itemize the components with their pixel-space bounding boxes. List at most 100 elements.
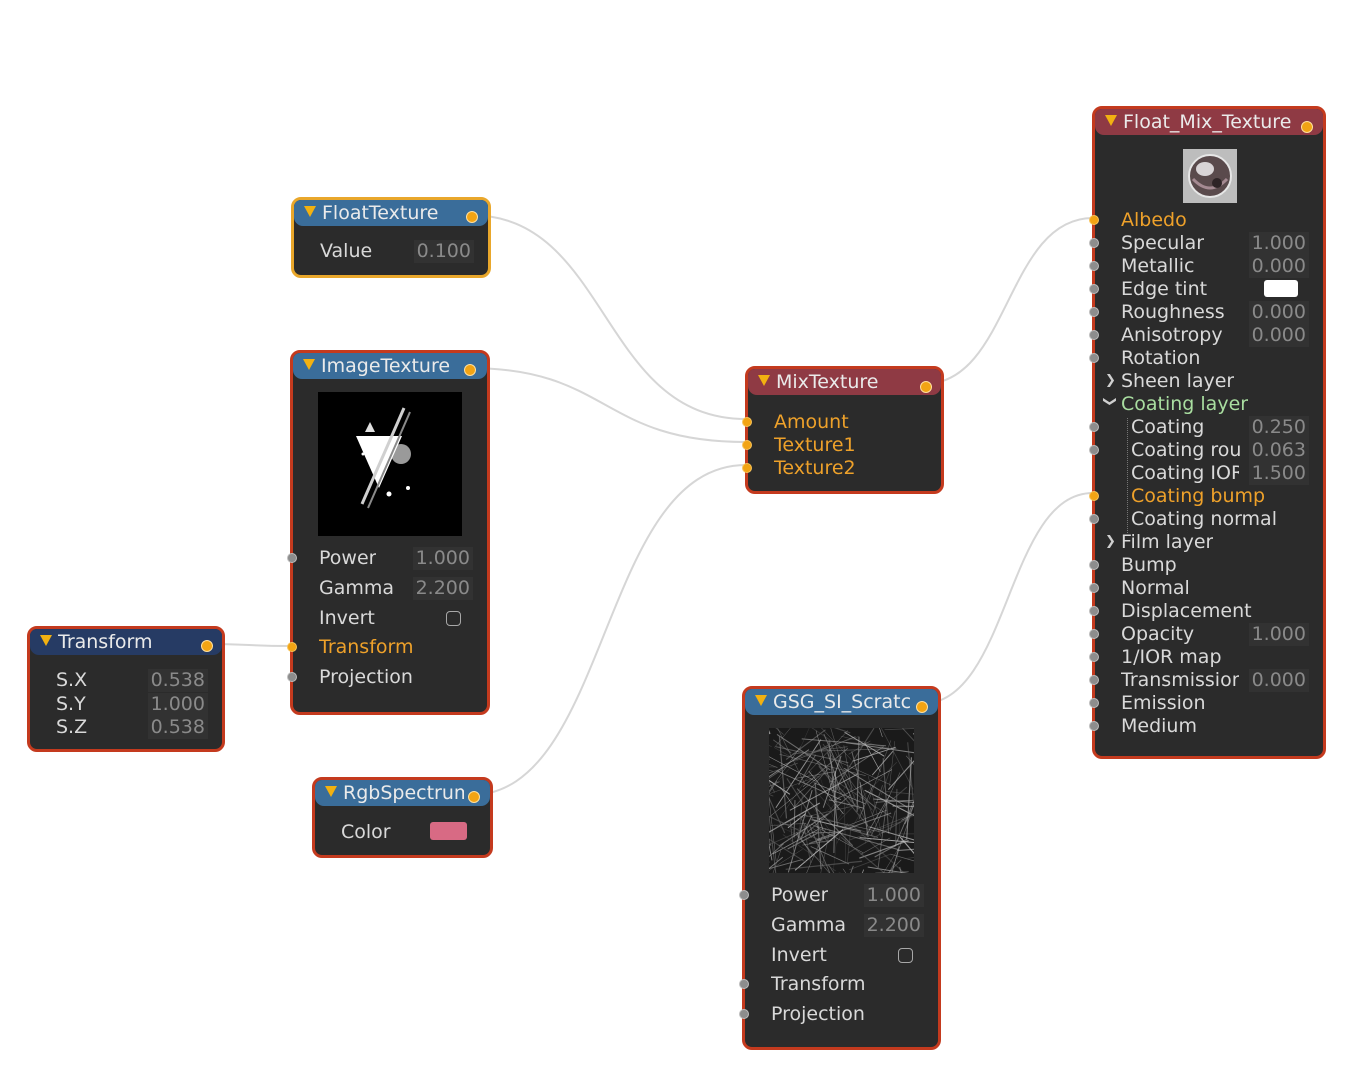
rgb-spectrum-node[interactable]: RgbSpectrum Color	[312, 777, 493, 858]
collapse-triangle-icon[interactable]	[303, 359, 315, 370]
gamma-field[interactable]: 2.200	[412, 577, 473, 600]
coating-normal-row[interactable]: Coating normal	[1131, 508, 1309, 531]
transmission-input-port[interactable]	[1089, 675, 1099, 685]
coating-roughness-input-port[interactable]	[1089, 445, 1099, 455]
sx-row[interactable]: S.X 0.538	[56, 669, 208, 692]
albedo-input-port[interactable]	[1089, 215, 1099, 225]
collapse-triangle-icon[interactable]	[325, 786, 337, 797]
float-mix-texture-header[interactable]: Float_Mix_Texture	[1095, 109, 1323, 135]
transform-node[interactable]: Transform S.X 0.538 S.Y 1.000 S.Z 0.538	[27, 626, 225, 752]
metallic-input-port[interactable]	[1089, 261, 1099, 271]
coating-layer-group[interactable]: Coating layer	[1121, 393, 1309, 416]
coating-roughness-row[interactable]: Coating roughness0.063	[1131, 439, 1309, 462]
coating-bump-input-port[interactable]	[1089, 491, 1099, 501]
anisotropy-field[interactable]: 0.000	[1248, 324, 1309, 347]
ior-map-input-port[interactable]	[1089, 652, 1099, 662]
collapse-triangle-icon[interactable]	[304, 206, 316, 217]
sy-row[interactable]: S.Y 1.000	[56, 693, 208, 716]
gsg-scratches-header[interactable]: GSG_SI_Scratches	[745, 689, 938, 715]
gsg-scratches-output-port[interactable]	[916, 701, 928, 713]
sx-field[interactable]: 0.538	[147, 669, 208, 692]
chevron-down-icon[interactable]: ❯	[1101, 396, 1117, 407]
amount-row[interactable]: Amount	[774, 411, 927, 434]
mix-texture-node[interactable]: MixTexture Amount Texture1 Texture2	[742, 366, 944, 494]
image-texture-header[interactable]: ImageTexture	[293, 353, 487, 379]
sz-row[interactable]: S.Z 0.538	[56, 716, 208, 739]
sy-field[interactable]: 1.000	[147, 693, 208, 716]
roughness-input-port[interactable]	[1089, 307, 1099, 317]
sz-field[interactable]: 0.538	[147, 716, 208, 739]
coating-normal-input-port[interactable]	[1089, 514, 1099, 524]
transform-row[interactable]: Transform	[771, 973, 924, 996]
value-field[interactable]: 0.100	[413, 240, 474, 263]
metallic-field[interactable]: 0.000	[1248, 255, 1309, 278]
albedo-row[interactable]: Albedo	[1121, 209, 1309, 232]
emission-row[interactable]: Emission	[1121, 692, 1309, 715]
normal-row[interactable]: Normal	[1121, 577, 1309, 600]
projection-row[interactable]: Projection	[771, 1003, 924, 1026]
displacement-input-port[interactable]	[1089, 606, 1099, 616]
sheen-layer-group[interactable]: Sheen layer	[1121, 370, 1309, 393]
power-field[interactable]: 1.000	[863, 884, 924, 907]
projection-input-port[interactable]	[739, 1009, 749, 1019]
collapse-triangle-icon[interactable]	[1105, 115, 1117, 126]
emission-input-port[interactable]	[1089, 698, 1099, 708]
medium-row[interactable]: Medium	[1121, 715, 1309, 738]
edge-tint-input-port[interactable]	[1089, 284, 1099, 294]
gamma-row[interactable]: Gamma 2.200	[771, 914, 924, 937]
mix-texture-output-port[interactable]	[920, 381, 932, 393]
coating-ior-field[interactable]: 1.500	[1248, 462, 1309, 485]
normal-input-port[interactable]	[1089, 583, 1099, 593]
ior-map-row[interactable]: 1/IOR map	[1121, 646, 1309, 669]
float-mix-output-port[interactable]	[1301, 121, 1313, 133]
rgb-spectrum-output-port[interactable]	[468, 791, 480, 803]
color-swatch[interactable]	[430, 822, 467, 840]
collapse-triangle-icon[interactable]	[755, 695, 767, 706]
transform-row[interactable]: Transform	[319, 636, 473, 659]
invert-row[interactable]: Invert	[771, 944, 924, 967]
texture2-input-port[interactable]	[742, 463, 752, 473]
opacity-field[interactable]: 1.000	[1248, 623, 1309, 646]
power-input-port[interactable]	[739, 890, 749, 900]
coating-roughness-field[interactable]: 0.063	[1248, 439, 1309, 462]
rgb-spectrum-header[interactable]: RgbSpectrum	[315, 780, 490, 806]
power-input-port[interactable]	[287, 553, 297, 563]
coating-field[interactable]: 0.250	[1248, 416, 1309, 439]
displacement-row[interactable]: Displacement	[1121, 600, 1309, 623]
specular-field[interactable]: 1.000	[1248, 232, 1309, 255]
coating-input-port[interactable]	[1089, 422, 1099, 432]
anisotropy-input-port[interactable]	[1089, 330, 1099, 340]
color-row[interactable]: Color	[341, 821, 476, 844]
gamma-row[interactable]: Gamma 2.200	[319, 577, 473, 600]
coating-bump-row[interactable]: Coating bump	[1131, 485, 1309, 508]
film-layer-group[interactable]: Film layer	[1121, 531, 1309, 554]
rotation-row[interactable]: Rotation	[1121, 347, 1309, 370]
float-texture-header[interactable]: FloatTexture	[294, 200, 488, 226]
gamma-field[interactable]: 2.200	[863, 914, 924, 937]
texture1-input-port[interactable]	[742, 440, 752, 450]
texture1-row[interactable]: Texture1	[774, 434, 927, 457]
opacity-input-port[interactable]	[1089, 629, 1099, 639]
collapse-triangle-icon[interactable]	[40, 635, 52, 646]
chevron-right-icon[interactable]: ❯	[1105, 373, 1116, 388]
image-texture-output-port[interactable]	[464, 364, 476, 376]
power-row[interactable]: Power 1.000	[319, 547, 473, 570]
float-texture-node[interactable]: FloatTexture Value 0.100	[291, 197, 491, 278]
transmission-field[interactable]: 0.000	[1248, 669, 1309, 692]
power-field[interactable]: 1.000	[412, 547, 473, 570]
float-texture-output-port[interactable]	[466, 211, 478, 223]
rotation-input-port[interactable]	[1089, 353, 1099, 363]
projection-row[interactable]: Projection	[319, 666, 473, 689]
bump-input-port[interactable]	[1089, 560, 1099, 570]
collapse-triangle-icon[interactable]	[758, 375, 770, 386]
transform-input-port[interactable]	[739, 979, 749, 989]
transform-input-port[interactable]	[287, 642, 297, 652]
specular-input-port[interactable]	[1089, 238, 1099, 248]
